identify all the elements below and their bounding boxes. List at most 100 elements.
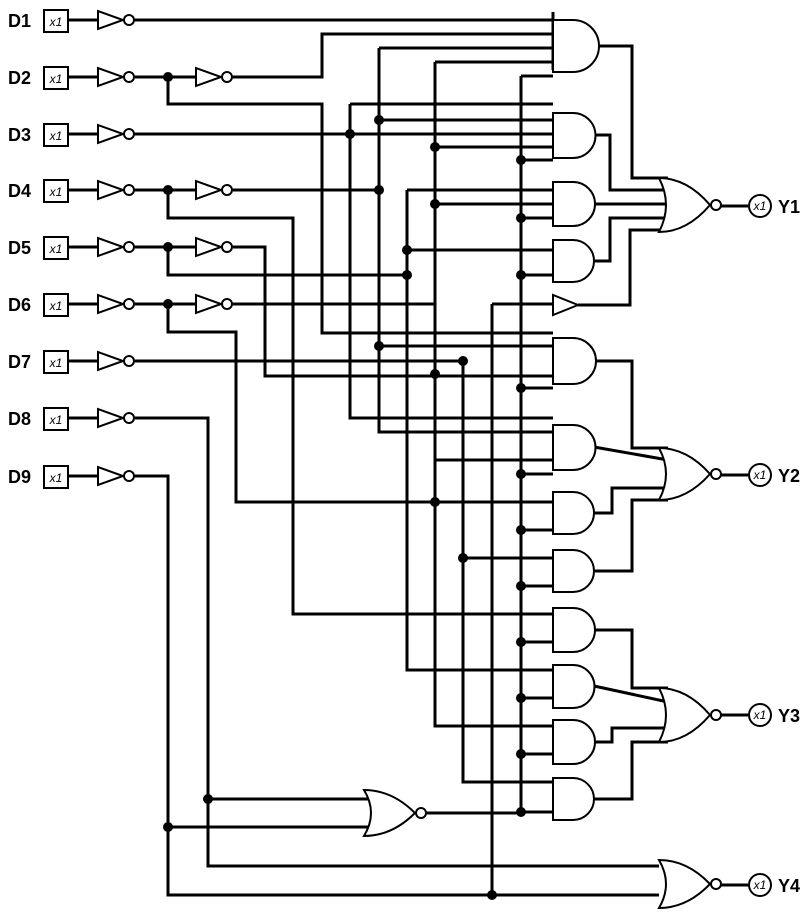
common-bus — [519, 76, 553, 814]
input-buffer-box — [43, 465, 69, 489]
bus-d2n — [166, 77, 553, 335]
input-buffer-marker: x1 — [49, 15, 63, 29]
input-label-d9: D9 — [8, 467, 31, 487]
inversion-bubble — [123, 470, 135, 482]
not-gate — [195, 66, 224, 88]
bus-d6-vert — [433, 62, 553, 728]
input-buffer-box — [43, 350, 69, 374]
input-buffer-box — [43, 293, 69, 317]
input-label-d3: D3 — [8, 125, 31, 145]
and-gate — [552, 607, 596, 653]
bus-d2 — [233, 32, 553, 79]
wires — [68, 12, 748, 897]
output-label-y1: Y1 — [778, 197, 800, 217]
input-buffer-marker: x1 — [49, 413, 63, 427]
not-gate — [195, 293, 224, 315]
junction-dot — [163, 242, 173, 252]
wire — [594, 740, 668, 801]
wire — [594, 726, 668, 744]
inversion-bubble — [710, 878, 722, 890]
inversion-bubble — [221, 184, 233, 196]
junction-dot — [458, 356, 468, 366]
wire — [594, 133, 668, 192]
bus-d4n — [166, 190, 553, 616]
gates — [97, 9, 722, 910]
input-label-d2: D2 — [8, 68, 31, 88]
input-buffer-box — [43, 9, 69, 33]
not-gate — [97, 123, 126, 145]
and-gate — [552, 719, 596, 765]
wire — [594, 498, 668, 573]
wire — [593, 445, 669, 462]
inversion-bubble — [123, 71, 135, 83]
not-gate — [97, 350, 126, 372]
input-buffer-marker: x1 — [49, 299, 63, 313]
and-gate — [552, 664, 596, 709]
bus-d5n-vert — [405, 190, 553, 672]
inversion-bubble — [123, 355, 135, 367]
wire — [594, 486, 668, 515]
output-marker — [748, 873, 772, 897]
junction-dot — [430, 369, 440, 379]
junction-dot — [374, 185, 384, 195]
input-buffer-box — [43, 407, 69, 431]
input-buffer-marker: x1 — [49, 471, 63, 485]
junction-dot — [516, 525, 526, 535]
input-buffer-marker: x1 — [49, 129, 63, 143]
input-buffer-marker: x1 — [49, 356, 63, 370]
bus-d3-down — [348, 104, 553, 420]
inversion-bubble — [123, 128, 135, 140]
input-label-d6: D6 — [8, 295, 31, 315]
junction-dot — [402, 270, 412, 280]
inversion-bubble — [123, 298, 135, 310]
output-marker — [748, 194, 772, 218]
nor-gate — [657, 686, 712, 744]
input-buffer-box — [43, 179, 69, 203]
output-label-y4: Y4 — [778, 876, 800, 896]
wire — [594, 216, 668, 263]
junction-dot — [516, 469, 526, 479]
junction-dot — [516, 383, 526, 393]
not-gate — [97, 9, 126, 31]
bus-d9n — [135, 474, 659, 897]
not-gate — [195, 236, 224, 258]
output-marker-text: x1 — [753, 708, 767, 722]
and-gate — [552, 424, 597, 471]
wire — [578, 228, 668, 307]
input-label-d4: D4 — [8, 181, 31, 201]
and-gate — [552, 549, 595, 593]
not-gate — [97, 179, 126, 201]
not-gate — [97, 293, 126, 315]
not-gate — [97, 465, 126, 487]
and-gate — [552, 777, 595, 821]
junction-dot — [430, 199, 440, 209]
wire — [594, 359, 668, 450]
bus-d5-dbl — [233, 245, 553, 378]
bus-d4-vert — [377, 48, 553, 434]
input-buffer-box — [43, 123, 69, 147]
inversion-bubble — [221, 241, 233, 253]
nor-gate — [657, 446, 712, 502]
junction-dot — [430, 497, 440, 507]
inversion-bubble — [123, 241, 135, 253]
junction-dot — [516, 581, 526, 591]
output-marker — [748, 463, 772, 487]
junction-dot — [203, 794, 213, 804]
junction-dot — [345, 129, 355, 139]
input-label-d7: D7 — [8, 352, 31, 372]
input-label-d8: D8 — [8, 409, 31, 429]
junction-dot — [163, 822, 173, 832]
inversion-bubble — [123, 14, 135, 26]
junction-dot — [516, 749, 526, 759]
junction-dot — [163, 185, 173, 195]
inversion-bubble — [710, 199, 722, 211]
bus-d7-vert — [461, 361, 553, 784]
output-label-y2: Y2 — [778, 466, 800, 486]
junction-dot — [516, 155, 526, 165]
output-marker-text: x1 — [753, 468, 767, 482]
junction-dots — [163, 72, 526, 900]
inversion-bubble — [710, 709, 722, 721]
input-label-d5: D5 — [8, 238, 31, 258]
